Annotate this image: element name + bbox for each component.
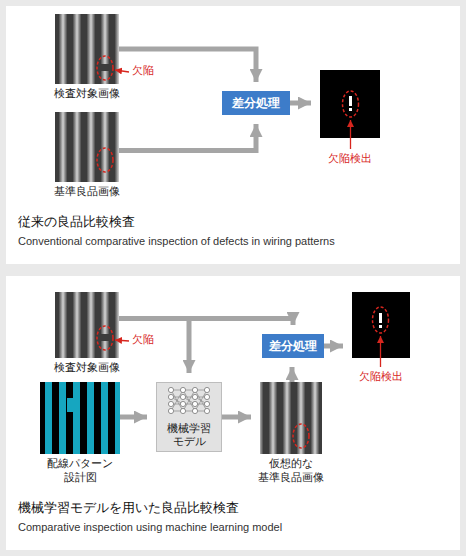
image-caption: 仮想的な 基準良品画像 — [252, 457, 330, 485]
inspection-image: 検査対象画像 — [55, 14, 119, 84]
image-caption: 欠陥検出 — [328, 152, 372, 166]
flow-arrow — [222, 415, 251, 420]
result-image — [379, 313, 382, 323]
ml-model-icon — [180, 394, 185, 399]
ml-model-box: 機械学習 モデル — [156, 382, 222, 452]
ml-model-icon — [168, 394, 173, 399]
defect-callout: 欠陥 — [132, 63, 154, 78]
leader-line — [350, 120, 351, 149]
defect-marker — [97, 326, 113, 350]
model-label: 機械学習 モデル — [162, 422, 216, 448]
result-image — [349, 96, 352, 106]
image-caption: 欠陥検出 — [359, 370, 403, 384]
image-caption: 検査対象画像 — [54, 361, 120, 375]
sem-image — [55, 14, 119, 84]
defect-marker — [293, 424, 309, 448]
defect-callout: 欠陥 — [132, 332, 154, 347]
flow-arrow — [119, 318, 189, 373]
section-subtitle: Conventional comparative inspection of d… — [18, 235, 335, 247]
flow-arrow — [290, 367, 295, 382]
defect-marker — [97, 148, 113, 172]
ml-model-icon — [180, 387, 185, 392]
defect-marker — [97, 56, 113, 80]
ml-model-icon — [171, 390, 207, 411]
result-image — [349, 108, 352, 111]
ml-model-icon — [192, 387, 197, 392]
virtual-reference-image: 仮想的な 基準良品画像 — [260, 382, 322, 454]
leader-line — [115, 70, 129, 72]
sem-image — [260, 382, 322, 454]
ml-model-icon — [204, 394, 209, 399]
inspection-image: 検査対象画像 — [55, 292, 119, 358]
section-title: 従来の良品比較検査 — [18, 213, 135, 231]
process-label: 差分処理 — [269, 338, 317, 355]
panel — [6, 276, 460, 550]
leader-line — [380, 336, 381, 367]
defect-marker — [343, 91, 359, 117]
ml-model-icon — [192, 408, 197, 413]
sem-image — [101, 64, 109, 71]
process-label: 差分処理 — [232, 95, 280, 112]
defect-marker — [373, 307, 389, 333]
ml-model-icon — [180, 408, 185, 413]
process-box: 差分処理 — [222, 91, 290, 115]
ml-model-icon — [168, 408, 173, 413]
defect-marker — [97, 56, 389, 448]
design-drawing — [40, 382, 120, 454]
panel — [6, 6, 460, 550]
sem-image — [55, 292, 119, 358]
panel — [6, 6, 460, 264]
process-box: 差分処理 — [262, 334, 324, 358]
result-image — [320, 70, 410, 358]
ml-model-icon — [168, 387, 209, 413]
flow-arrow — [119, 124, 256, 151]
image-caption: 検査対象画像 — [54, 87, 120, 101]
sem-image — [101, 334, 109, 341]
ml-model-icon — [204, 401, 209, 406]
result-image — [379, 325, 382, 328]
design-drawing: 配線パターン 設計図 — [40, 382, 120, 454]
ml-model-icon — [168, 387, 173, 392]
ml-model-icon — [204, 408, 209, 413]
section-title: 機械学習モデルを用いた良品比較検査 — [18, 499, 239, 517]
reference-image: 基準良品画像 — [55, 112, 119, 182]
leader-line — [115, 340, 129, 341]
ml-model-icon — [192, 394, 197, 399]
ml-model-icon — [157, 382, 221, 452]
image-caption: 配線パターン 設計図 — [41, 457, 119, 485]
design-drawing — [40, 382, 120, 454]
ml-model-icon — [168, 401, 173, 406]
design-drawing — [67, 398, 74, 412]
image-caption: 基準良品画像 — [54, 185, 120, 199]
ml-model-icon — [180, 401, 185, 406]
ml-model-icon — [204, 387, 209, 392]
leader-line — [115, 70, 381, 367]
ml-model-icon — [192, 401, 197, 406]
flow-arrow — [290, 101, 311, 106]
sem-image — [55, 112, 119, 182]
ml-model-icon — [157, 382, 221, 452]
section-subtitle: Comparative inspection using machine lea… — [18, 521, 282, 533]
result-image: 欠陥検出 — [320, 70, 380, 138]
flow-arrow — [119, 49, 256, 82]
flow-arrow — [324, 344, 343, 349]
flow-arrow — [120, 415, 147, 420]
result-image: 欠陥検出 — [352, 292, 410, 358]
